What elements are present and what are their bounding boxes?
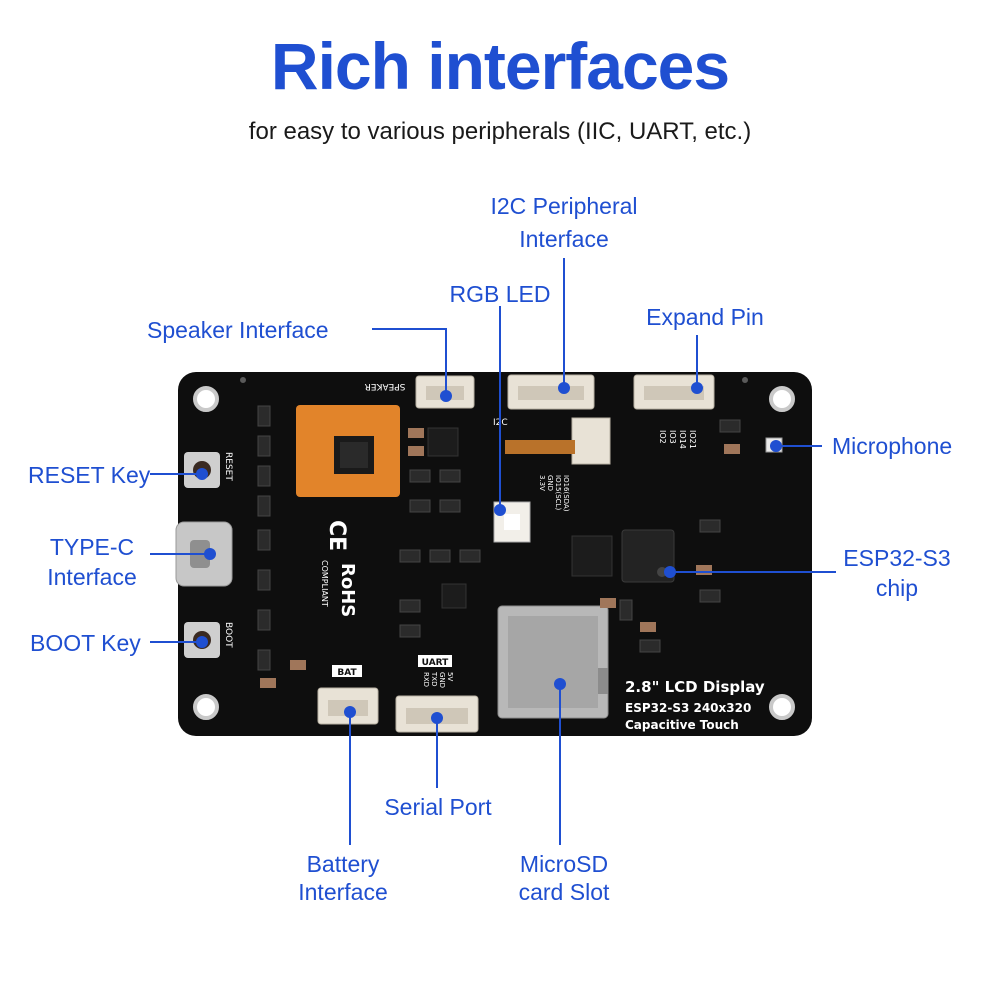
label-esp32-s3: ESP32-S3 chip — [843, 545, 951, 601]
svg-text:IO14: IO14 — [678, 430, 687, 449]
silk-uart-pin-labels: RXD TXD GND 5V — [422, 671, 454, 688]
silk-uart: UART — [422, 658, 450, 668]
silk-i2c-pin-labels: 3.3V GND IO15(SCL) IO16(SDA) — [538, 475, 570, 512]
label-battery-interface: Battery Interface — [298, 851, 388, 905]
svg-text:IO2: IO2 — [658, 430, 667, 444]
label-serial-port: Serial Port — [384, 794, 492, 820]
silk-display-title: 2.8" LCD Display — [625, 678, 765, 696]
svg-text:IO15(SCL): IO15(SCL) — [554, 475, 562, 510]
label-reset-key: RESET Key — [28, 462, 151, 488]
silk-reset: RESET — [223, 452, 233, 481]
ic-chip — [571, 535, 613, 577]
silk-compliant: COMPLIANT — [320, 560, 329, 607]
svg-text:GND: GND — [546, 475, 554, 491]
passive-components — [257, 405, 741, 671]
svg-text:TXD: TXD — [430, 671, 438, 686]
label-microphone: Microphone — [832, 433, 953, 459]
silk-rohs: RoHS — [337, 563, 358, 617]
svg-text:3.3V: 3.3V — [538, 475, 546, 491]
callout-dots — [196, 382, 782, 724]
label-i2c-peripheral: I2C Peripheral Interface — [490, 193, 638, 252]
label-type-c: TYPE-C Interface — [47, 534, 137, 590]
silk-ce: CE — [324, 520, 349, 551]
label-microsd-slot: MicroSD card Slot — [518, 851, 610, 905]
resistor-pads — [260, 428, 740, 688]
label-expand-pin: Expand Pin — [646, 304, 764, 330]
silk-display-spec: ESP32-S3 240x320 — [625, 701, 751, 715]
mounting-hole — [769, 694, 795, 720]
svg-text:IO16(SDA): IO16(SDA) — [562, 475, 570, 512]
label-rgb-led: RGB LED — [449, 281, 551, 307]
page-subtitle: for easy to various peripherals (IIC, UA… — [248, 118, 752, 145]
label-boot-key: BOOT Key — [30, 630, 141, 656]
ic-chip — [441, 583, 467, 609]
fpc-connector — [571, 417, 611, 465]
mounting-hole — [193, 386, 219, 412]
svg-text:RXD: RXD — [422, 672, 430, 687]
svg-text:5V: 5V — [446, 672, 454, 681]
silk-bat: BAT — [337, 668, 357, 678]
callout-lines — [150, 258, 836, 845]
ic-chip — [427, 427, 459, 457]
mounting-hole — [193, 694, 219, 720]
mounting-hole — [769, 386, 795, 412]
page-title: Rich interfaces — [270, 29, 730, 103]
silk-speaker: SPEAKER — [365, 381, 406, 391]
svg-text:GND: GND — [438, 672, 446, 688]
silk-boot: BOOT — [223, 622, 233, 648]
silk-display-touch: Capacitive Touch — [625, 718, 739, 732]
label-speaker-interface: Speaker Interface — [147, 317, 329, 343]
svg-text:IO21: IO21 — [688, 430, 697, 449]
svg-text:IO3: IO3 — [668, 430, 677, 444]
silk-io-labels: IO2 IO3 IO14 IO21 — [658, 430, 697, 449]
